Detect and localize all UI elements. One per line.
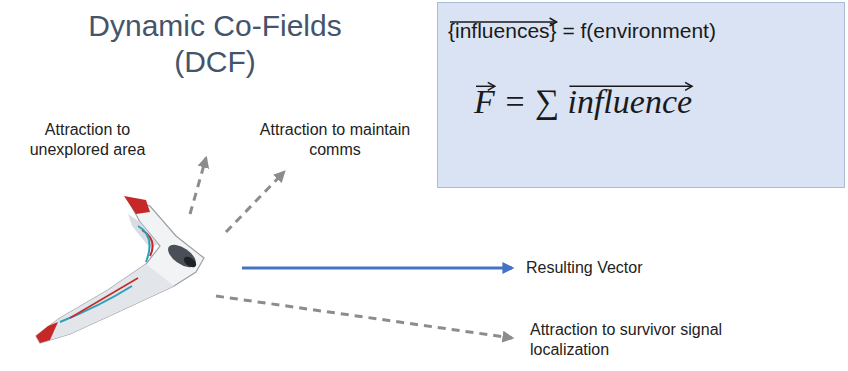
vector-arrowhead [550,18,557,26]
vector-arrowhead [488,82,495,90]
formula-text: {influences} = f(environment) [448,17,844,44]
resulting-vector-arrow [242,267,512,270]
influence-arrow [226,172,284,232]
vector-arrow [450,21,557,23]
vector-arrow [476,86,495,88]
arrow-label: Attraction to survivor signal localizati… [530,320,760,360]
vector-arrow [569,86,692,88]
influence-arrow [190,158,206,214]
formula-text: F = ∑ influence [474,80,844,124]
arrow-label: Attraction to maintain comms [255,120,415,160]
formula-box: {influences} = f(environment) F = ∑ influ… [437,2,845,188]
drone [36,196,204,343]
arrow-label: Resulting Vector [526,258,726,278]
diagram-title: Dynamic Co-Fields (DCF) [80,8,350,80]
vector-arrowhead [685,82,692,90]
arrow-label: Attraction to unexplored area [5,120,170,160]
influence-arrow [216,296,512,338]
